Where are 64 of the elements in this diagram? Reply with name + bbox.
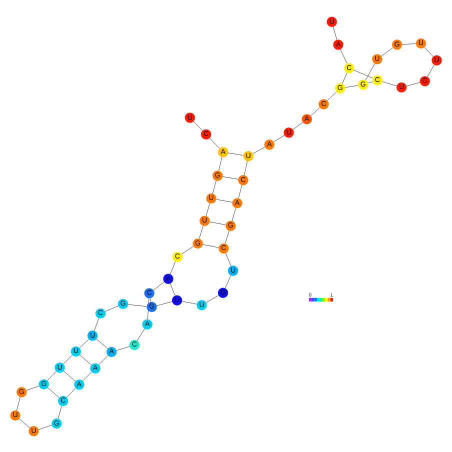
connector: [38, 424, 52, 430]
connector: [182, 246, 194, 254]
connector: [244, 160, 248, 175]
connector: [327, 91, 337, 100]
connector: [16, 396, 20, 410]
connector: [427, 64, 434, 76]
connector: [47, 370, 56, 380]
connector: [209, 137, 220, 148]
connector: [202, 244, 219, 248]
connector: [365, 63, 375, 80]
connector: [238, 184, 242, 198]
connector: [212, 180, 216, 194]
connector: [66, 388, 76, 398]
connector: [26, 385, 40, 390]
connector: [381, 47, 394, 56]
connector: [18, 418, 30, 428]
connector: [136, 328, 145, 340]
connector: [170, 261, 176, 274]
connector: [48, 386, 60, 398]
connector: [193, 120, 203, 130]
connector: [340, 48, 348, 64]
connector: [182, 300, 197, 304]
connector: [170, 282, 176, 296]
connector: [368, 80, 373, 83]
connector: [206, 202, 210, 216]
connector: [156, 300, 172, 306]
connector: [199, 225, 204, 238]
connector: [292, 122, 303, 130]
connector: [232, 207, 236, 221]
connector: [209, 221, 226, 225]
connector: [94, 318, 99, 330]
connector: [252, 146, 266, 154]
connector: [150, 298, 152, 302]
connector: [116, 346, 130, 350]
connector: [79, 338, 89, 348]
connector: [382, 80, 397, 86]
connector: [228, 152, 244, 156]
connector: [332, 26, 338, 40]
connector: [406, 82, 420, 86]
connector: [224, 274, 232, 288]
connector: [96, 338, 108, 348]
connector: [345, 84, 358, 88]
connector: [224, 230, 230, 244]
connector: [153, 281, 164, 290]
connector: [354, 69, 373, 78]
connector: [310, 106, 320, 116]
connector: [82, 371, 92, 381]
connector: [342, 72, 348, 84]
connector: [402, 42, 416, 44]
connector: [105, 305, 118, 312]
connector: [216, 198, 232, 202]
connector: [274, 134, 285, 142]
connector: [63, 370, 76, 381]
connector: [424, 46, 434, 56]
connector: [225, 252, 232, 266]
connector: [218, 156, 222, 170]
connector: [58, 405, 62, 418]
connector: [147, 298, 150, 319]
connector: [128, 304, 147, 306]
connector: [222, 176, 238, 179]
connector: [98, 354, 108, 364]
connector: [80, 354, 92, 365]
connector: [63, 354, 73, 364]
connector: [206, 294, 219, 302]
